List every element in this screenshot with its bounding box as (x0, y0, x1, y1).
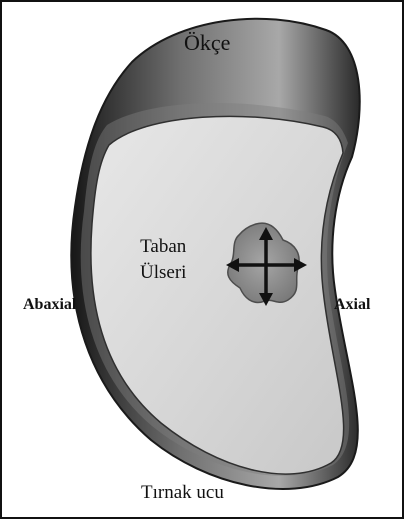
sole-ulcer-label: Taban Ülseri (140, 234, 186, 285)
toe-label: Tırnak ucu (141, 483, 224, 502)
abaxial-label: Abaxial (23, 297, 76, 313)
sole-ulcer-label-line-2: Ülseri (140, 260, 186, 286)
heel-label: Ökçe (184, 32, 230, 54)
axial-label: Axial (334, 297, 370, 313)
sole-ulcer-label-line-1: Taban (140, 234, 186, 260)
sole-surface (91, 116, 344, 474)
